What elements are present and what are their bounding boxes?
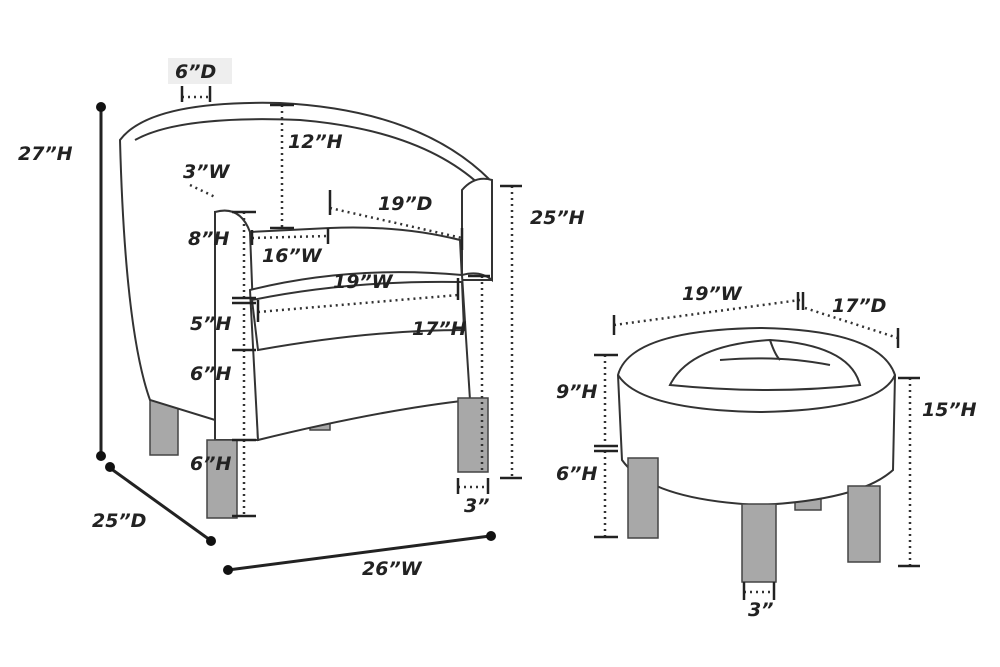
ottoman-width-label: 19”W <box>682 283 743 305</box>
chair-inner-depth-label: 19”D <box>378 193 432 215</box>
chair-arm-height-label: 8”H <box>188 228 229 250</box>
chair-right-arm <box>461 177 493 283</box>
chair-seat-height-label: 17”H <box>412 318 467 340</box>
chair-back <box>118 101 494 422</box>
chair-total-width-label: 26”W <box>362 558 423 580</box>
ottoman-leg-height-label: 6”H <box>556 463 597 485</box>
ottoman-leg-front-left <box>627 457 659 539</box>
chair-total-height-label: 27”H <box>18 143 73 165</box>
chair-seat-width-label: 19”W <box>333 271 394 293</box>
ottoman-top-height-label: 9”H <box>556 381 597 403</box>
chair-leg-width-label: 3” <box>464 495 489 517</box>
chair-seat-cushion <box>250 280 466 352</box>
chair-leg-front-left <box>206 439 238 519</box>
ottoman-total-height-label: 15”H <box>922 399 977 421</box>
ottoman-depth-label: 17”D <box>832 295 886 317</box>
ottoman-dimension-lines <box>594 292 920 600</box>
ottoman-leg-front-right <box>847 485 881 563</box>
chair-arm-depth-label: 6”D <box>175 61 216 83</box>
chair-leg-height-label: 6”H <box>190 453 231 475</box>
chair-cushion-height-label: 5”H <box>190 313 231 335</box>
chair-arm-width-label: 3”W <box>183 161 230 183</box>
chair-back-height-label: 12”H <box>288 131 343 153</box>
chair-base-height-label: 6”H <box>190 363 231 385</box>
chair-back-width-label: 16”W <box>262 245 323 267</box>
chair-dimension-lines <box>96 86 522 575</box>
chair-leg-front-right <box>457 397 489 473</box>
ottoman-leg-width-label: 3” <box>748 599 773 621</box>
chair-back-total-height-label: 25”H <box>530 207 585 229</box>
chair-back-inner <box>134 118 481 186</box>
ottoman-drawing <box>616 326 897 583</box>
ottoman-leg-front-middle <box>741 503 777 583</box>
chair-drawing <box>118 101 494 519</box>
chair-total-depth-label: 25”D <box>92 510 146 532</box>
ottoman-tufted-cushion <box>668 338 862 391</box>
